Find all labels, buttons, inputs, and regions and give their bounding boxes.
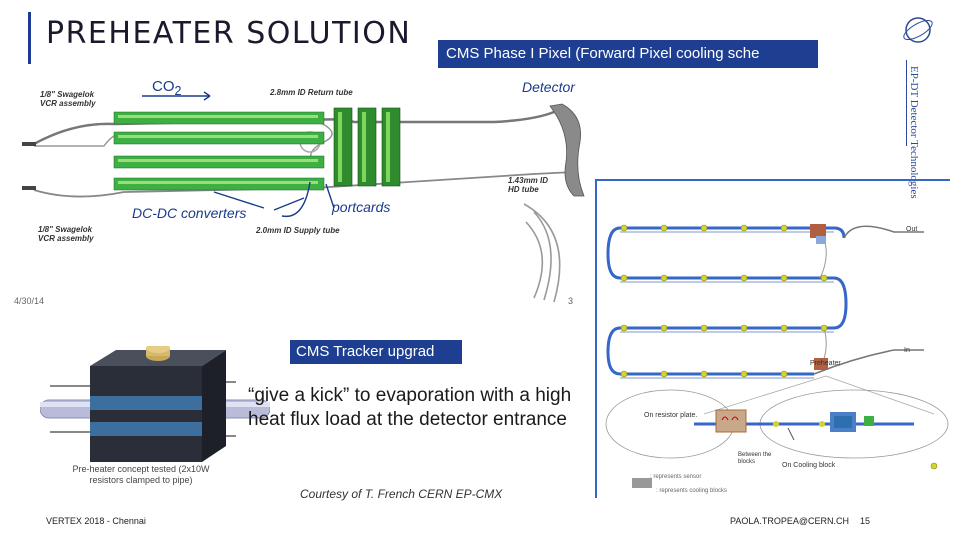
portcards-label: portcards [332, 199, 391, 215]
swagelok-top-label: 1/8" Swagelok VCR assembly [40, 90, 96, 108]
cooling-block-label: On Cooling block [782, 462, 836, 469]
footer-page-number: 15 [860, 516, 871, 526]
legend-sensor: : represents sensor [650, 474, 702, 480]
cern-logo: EP-DT Detector Technologies [900, 8, 936, 199]
resistor-plate-label: On resistor plate. [644, 412, 698, 419]
supply-tube-label: 2.0mm ID Supply tube [256, 226, 340, 235]
figure-date: 4/30/14 [14, 296, 45, 306]
tracker-cooling-loop-diagram [595, 179, 950, 498]
hd-tube-label: 1.43mm ID HD tube [508, 176, 549, 194]
between-blocks-label: Between the blocks [738, 452, 772, 465]
figure-page-number: 3 [568, 296, 574, 306]
footer-email: PAOLA.TROPEA@CERN.CH [730, 516, 849, 526]
footer-conference: VERTEX 2018 - Chennai [46, 516, 146, 526]
cern-emblem-icon [903, 17, 933, 43]
return-tube-label: 2.8mm ID Return tube [270, 88, 353, 97]
cms-pixel-banner: CMS Phase I Pixel (Forward Pixel cooling… [438, 40, 818, 68]
cms-tracker-banner: CMS Tracker upgrad [290, 340, 462, 364]
title-accent-bar [28, 12, 31, 64]
logo-divider [906, 60, 907, 146]
out-label: Out [906, 226, 918, 233]
logo-text: EP-DT Detector Technologies [908, 66, 920, 199]
preheater-caption: Pre-heater concept tested (2x10W resisto… [72, 464, 210, 485]
co2-text: CO [152, 78, 175, 95]
courtesy-note: Courtesy of T. French CERN EP-CMX [300, 487, 503, 501]
dcdc-converters-label: DC-DC converters [132, 205, 247, 221]
in-label: In [904, 347, 910, 354]
legend-cooling: : represents cooling blocks [656, 488, 728, 494]
swagelok-bottom-label: 1/8" Swagelok VCR assembly [38, 225, 94, 243]
forward-pixel-cooling-diagram [22, 91, 585, 303]
co2-subscript: 2 [174, 84, 182, 98]
page-title: PREHEATER SOLUTION [46, 16, 412, 51]
preheater-label: Preheater [810, 360, 841, 367]
detector-label: Detector [522, 79, 575, 95]
preheater-photo [40, 346, 270, 462]
co2-label: CO2 [152, 78, 181, 98]
evaporation-quote: “give a kick” to evaporation with a high… [248, 385, 572, 430]
